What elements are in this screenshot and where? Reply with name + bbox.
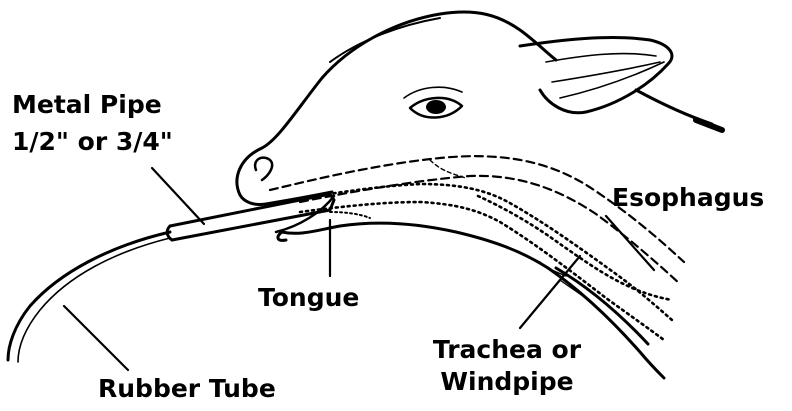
trachea-leader: [520, 256, 580, 328]
rubber-tube-label: Rubber Tube: [98, 374, 276, 403]
ear-inner-2: [552, 62, 660, 82]
trachea-label-line1: Trachea or: [412, 335, 602, 364]
metal-pipe-label: Metal Pipe 1/2" or 3/4": [12, 90, 173, 156]
trachea-label: Trachea or Windpipe: [412, 335, 602, 396]
neck-hatch-2: [560, 280, 588, 300]
tongue-label-text: Tongue: [258, 283, 359, 312]
eye-pupil: [426, 100, 446, 114]
esophagus-leader: [606, 216, 654, 270]
esophagus-label-text: Esophagus: [612, 183, 764, 212]
ear-inner-3: [560, 62, 664, 98]
nostril: [255, 158, 272, 180]
muzzle-lip: [240, 195, 266, 205]
ear-inner: [546, 54, 656, 62]
rubber-tube: [8, 232, 170, 360]
head-outline: [237, 12, 556, 195]
rubber-tube-leader: [64, 306, 128, 370]
cheek-line: [430, 160, 466, 178]
metal-pipe-leader: [152, 168, 204, 224]
metal-pipe-label-line2: 1/2" or 3/4": [12, 127, 173, 156]
rubber-tube-label-text: Rubber Tube: [98, 374, 276, 403]
tongue-label: Tongue: [258, 283, 359, 312]
metal-pipe-label-line1: Metal Pipe: [12, 90, 173, 119]
rubber-tube-inner: [18, 238, 170, 362]
esophagus-label: Esophagus: [612, 183, 764, 212]
trachea-label-line2: Windpipe: [412, 367, 602, 396]
neck-front: [556, 268, 648, 344]
brow: [404, 87, 462, 98]
tongue-dots: [330, 212, 370, 218]
